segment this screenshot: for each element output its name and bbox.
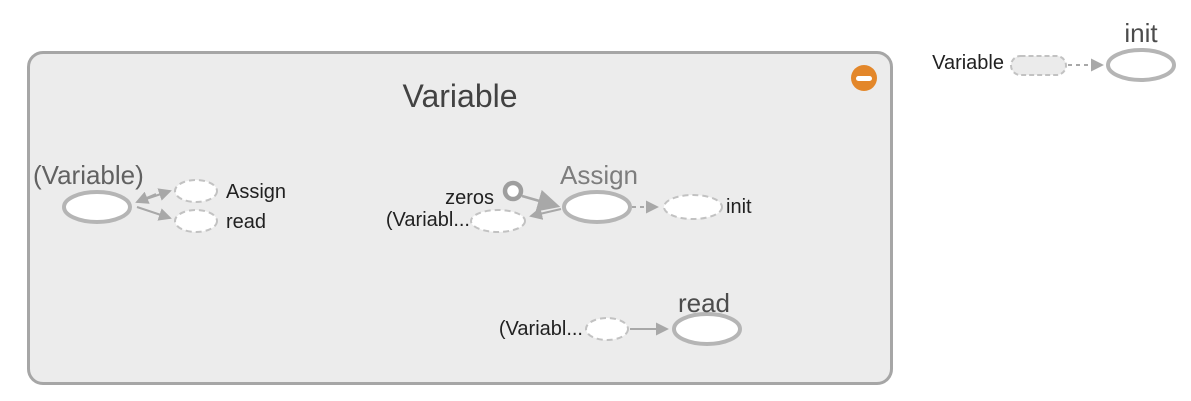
edge-zeros-to-assign bbox=[521, 189, 561, 212]
collapse-button[interactable] bbox=[851, 65, 877, 91]
variable-op-node[interactable] bbox=[62, 190, 132, 224]
read-input-ref-label: (Variabl... bbox=[498, 318, 583, 340]
init-ref-label: init bbox=[726, 196, 752, 218]
ext-variable-ref-node[interactable] bbox=[1010, 55, 1067, 76]
assign-ref-node-top[interactable] bbox=[174, 179, 218, 203]
assign-op-node[interactable] bbox=[562, 190, 632, 224]
assign-title[interactable]: Assign bbox=[559, 160, 639, 190]
read-ref-node-top[interactable] bbox=[174, 209, 218, 233]
read-op-node[interactable] bbox=[672, 312, 742, 346]
edge-assign-to-variable-ref bbox=[529, 207, 562, 220]
variable-op-label[interactable]: (Variable) bbox=[33, 160, 144, 190]
read-ref-label-top: read bbox=[226, 211, 267, 233]
group-title[interactable]: Variable bbox=[402, 78, 518, 114]
variable-ref-node-read[interactable] bbox=[585, 317, 629, 341]
ext-init-title[interactable]: init bbox=[1124, 18, 1158, 48]
edge-assign-ref-to-variable bbox=[135, 191, 157, 204]
zeros-op-node[interactable] bbox=[502, 180, 524, 202]
variable-ref-node-assign[interactable] bbox=[470, 209, 526, 233]
zeros-label: zeros bbox=[445, 187, 494, 209]
assign-input-ref-label: (Variabl... bbox=[385, 209, 470, 231]
ext-init-op-node[interactable] bbox=[1106, 48, 1176, 82]
minus-icon bbox=[856, 75, 872, 81]
ext-variable-ref-label: Variable bbox=[932, 52, 1004, 74]
edge-variable-to-read-ref bbox=[136, 206, 172, 221]
assign-ref-label-top: Assign bbox=[226, 181, 287, 203]
read-title[interactable]: read bbox=[677, 288, 731, 318]
init-ref-node[interactable] bbox=[663, 194, 723, 220]
